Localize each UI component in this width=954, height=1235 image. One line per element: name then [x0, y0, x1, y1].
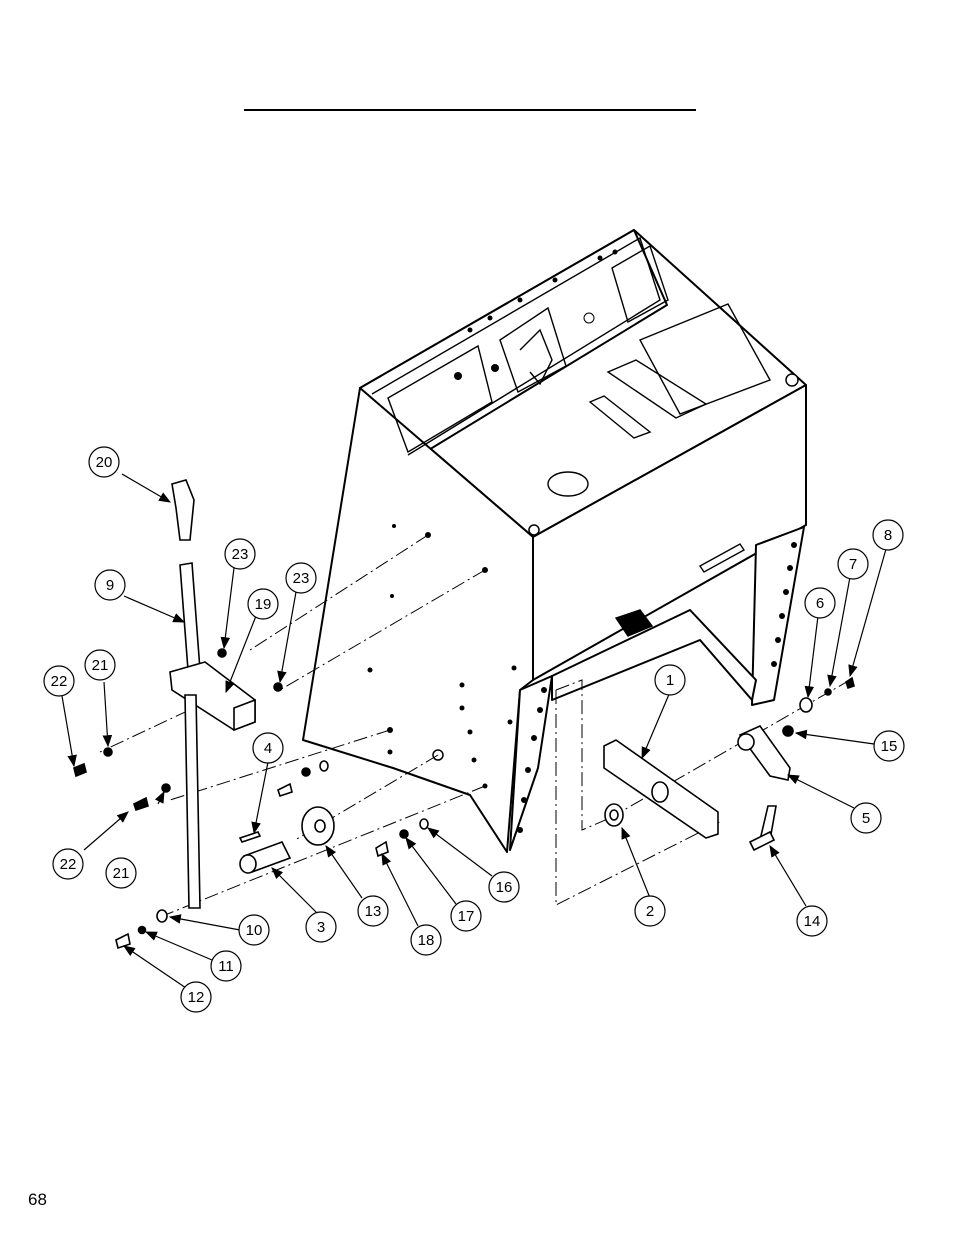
callout-17-label: 17 — [458, 908, 475, 925]
callout-16: 16 — [488, 871, 520, 903]
callout-16-label: 16 — [496, 879, 513, 896]
frame-assembly — [302, 229, 807, 853]
callout-3-label: 3 — [317, 919, 325, 936]
callout-20-label: 20 — [96, 454, 113, 471]
callout-10: 10 — [238, 914, 270, 946]
callout-9-label: 9 — [106, 577, 114, 594]
callout-7: 7 — [837, 548, 869, 580]
callout-10-label: 10 — [246, 922, 263, 939]
callout-1: 1 — [654, 664, 686, 696]
callout-6-label: 6 — [816, 595, 824, 612]
lever-upper — [179, 562, 201, 671]
callout-balloons: 1 2 3 4 5 6 7 8 9 10 11 12 13 14 15 16 1… — [43, 446, 905, 1013]
callout-5-label: 5 — [862, 810, 870, 827]
page-number: 68 — [28, 1190, 47, 1209]
title-underline — [244, 109, 696, 111]
callout-14-label: 14 — [804, 913, 821, 930]
callout-2: 2 — [634, 895, 666, 927]
callout-18: 18 — [410, 924, 442, 956]
callout-4: 4 — [252, 732, 284, 764]
callout-22b-label: 22 — [60, 856, 77, 873]
callout-19-label: 19 — [255, 596, 272, 613]
callout-19: 19 — [247, 588, 279, 620]
callout-12-label: 12 — [188, 989, 205, 1006]
callout-11: 11 — [210, 950, 242, 982]
callout-8-label: 8 — [884, 527, 892, 544]
callout-4-label: 4 — [264, 740, 272, 757]
callout-9: 9 — [94, 569, 126, 601]
left-front-leg — [509, 675, 553, 851]
callout-23b-label: 23 — [293, 570, 310, 587]
callout-18-label: 18 — [418, 932, 435, 949]
callout-22b: 22 — [52, 848, 84, 880]
front-panel — [532, 384, 807, 681]
frame-holes — [367, 249, 799, 833]
handle-grip — [171, 479, 195, 541]
parts — [73, 479, 855, 950]
callout-11-label: 11 — [218, 958, 234, 975]
callout-13: 13 — [357, 895, 389, 927]
assembly-centerlines — [99, 534, 851, 918]
callout-14: 14 — [796, 905, 828, 937]
callout-21a: 21 — [84, 649, 116, 681]
under-arch — [551, 609, 757, 701]
callout-1-label: 1 — [666, 672, 674, 689]
callout-15-label: 15 — [881, 738, 898, 755]
roll-pin — [238, 831, 262, 843]
callout-7-label: 7 — [849, 556, 857, 573]
callout-21a-label: 21 — [92, 657, 109, 674]
callout-6: 6 — [804, 587, 836, 619]
frame-details — [371, 236, 772, 637]
callout-22a: 22 — [43, 665, 75, 697]
callout-12: 12 — [180, 981, 212, 1013]
leader-lines — [61, 473, 887, 989]
lever-rod — [184, 694, 201, 909]
callout-21b: 21 — [105, 857, 137, 889]
callout-23b: 23 — [285, 562, 317, 594]
callout-13-label: 13 — [365, 903, 382, 920]
right-leg — [751, 526, 805, 706]
callout-22a-label: 22 — [51, 673, 68, 690]
callout-17: 17 — [450, 900, 482, 932]
callout-23a: 23 — [224, 538, 256, 570]
callout-8: 8 — [872, 519, 904, 551]
callout-2-label: 2 — [646, 903, 654, 920]
callout-20: 20 — [88, 446, 120, 478]
callout-15: 15 — [873, 730, 905, 762]
callout-5: 5 — [850, 802, 882, 834]
callout-23a-label: 23 — [232, 546, 249, 563]
callout-21b-label: 21 — [113, 865, 130, 882]
callout-3: 3 — [305, 911, 337, 943]
